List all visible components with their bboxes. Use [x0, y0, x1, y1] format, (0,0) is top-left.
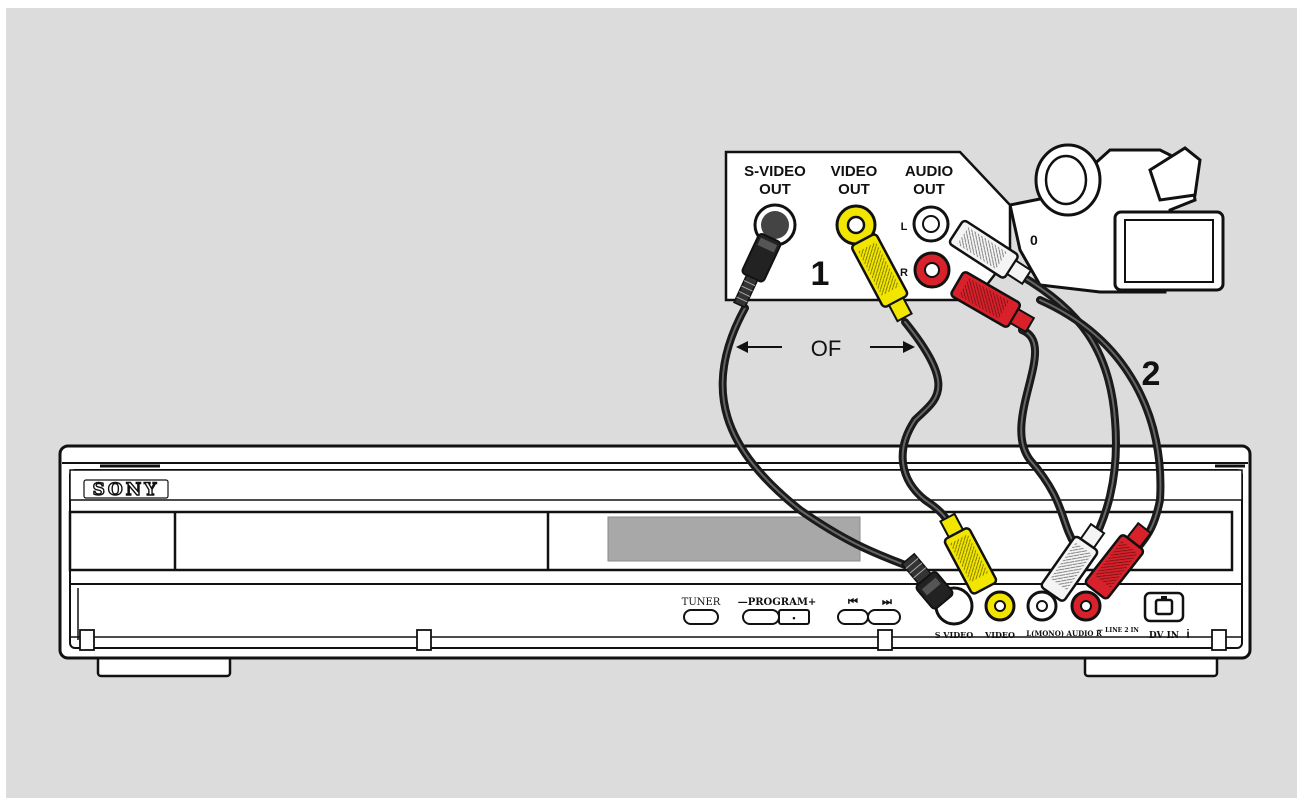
program-plus-button[interactable]: •	[778, 609, 810, 625]
audio-out-right-jack	[913, 251, 951, 289]
recorder-video-jack	[984, 590, 1016, 622]
recorder-body	[58, 444, 1252, 678]
or-arrow-right	[870, 341, 915, 353]
video-out-label-line1: VIDEO	[831, 163, 878, 180]
audio-out-label-line1: AUDIO	[905, 163, 954, 180]
camcorder: 0	[1008, 143, 1225, 294]
program-label: —PROGRAM+	[738, 597, 817, 608]
audio-left-plug-camera	[948, 219, 1033, 286]
audio-left-label: L	[901, 221, 908, 233]
audio-right-label: R	[900, 267, 908, 279]
dv-in-port	[1143, 591, 1185, 623]
audio-out-left-jack	[912, 205, 950, 243]
audio-in-label: L(MONO) AUDIO R	[1026, 629, 1102, 638]
dv-in-label: DV IN	[1149, 631, 1179, 641]
video-plug-camera	[851, 233, 913, 323]
svg-text:SONY: SONY	[93, 480, 160, 500]
svg-text:•: •	[792, 613, 795, 623]
recorder-audio-right-jack	[1070, 590, 1102, 622]
skip-forward-icon: ⏭	[882, 596, 892, 608]
program-minus-button[interactable]	[742, 609, 780, 625]
skip-back-button[interactable]	[837, 609, 869, 625]
info-icon: i	[1186, 627, 1189, 641]
svg-text:0: 0	[1030, 232, 1038, 248]
or-label: OF	[811, 336, 842, 361]
audio-out-label-line2: OUT	[913, 181, 945, 198]
step-2-number: 2	[1142, 355, 1161, 393]
line-in-label: — LINE 2 IN	[1097, 627, 1139, 634]
audio-right-plug-recorder	[1084, 521, 1153, 600]
video-out-label-line2: OUT	[838, 181, 870, 198]
svideo-plug-camera	[732, 233, 782, 309]
recorder-audio-left-jack	[1026, 590, 1058, 622]
svideo-out-label-line2: OUT	[759, 181, 791, 198]
step-1-number: 1	[811, 255, 830, 293]
svideo-in-label: S VIDEO	[935, 630, 974, 640]
audio-left-plug-recorder	[1040, 522, 1106, 602]
video-out-jack	[835, 204, 877, 246]
tuner-label: TUNER	[682, 597, 721, 608]
svideo-out-label-line1: S-VIDEO	[744, 163, 806, 180]
video-in-label: VIDEO	[984, 630, 1015, 640]
or-arrow-left	[736, 341, 782, 353]
skip-forward-button[interactable]	[867, 609, 901, 625]
audio-right-plug-camera	[950, 271, 1036, 334]
skip-back-icon: ⏮	[848, 596, 858, 608]
brand-logo: SONY	[83, 479, 169, 501]
tuner-button[interactable]	[683, 609, 719, 625]
svideo-plug-recorder	[900, 552, 954, 610]
video-plug-recorder	[939, 512, 998, 595]
